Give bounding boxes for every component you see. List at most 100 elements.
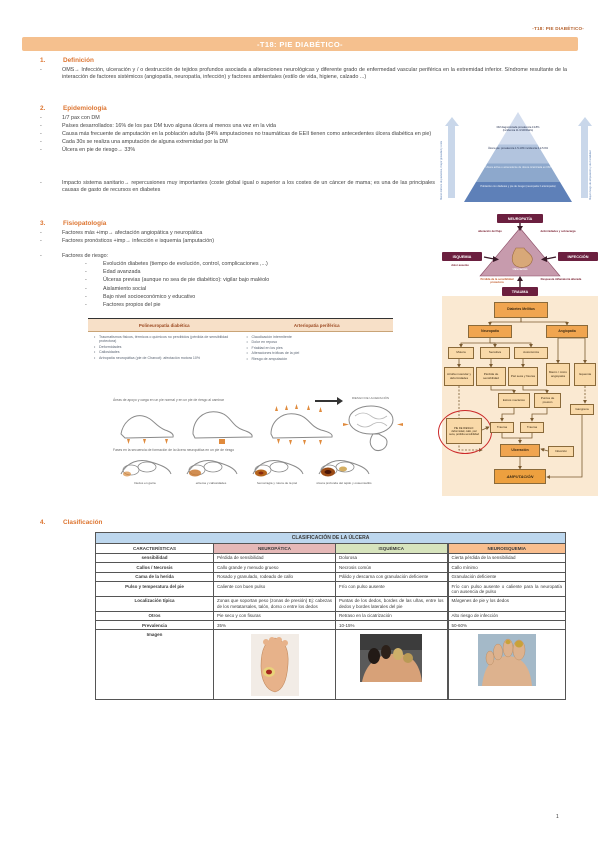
cell bbox=[335, 629, 448, 701]
red-highlight-ellipse bbox=[438, 410, 492, 454]
risk-item: Factores propios del pie bbox=[103, 301, 161, 308]
epidemiology-pyramid: Menor número de pacientes, mayor graveda… bbox=[440, 108, 594, 208]
section-4-heading: Clasificación bbox=[63, 519, 103, 526]
pyramid-level-4: Población con diabetes y pie de riesgo (… bbox=[480, 185, 556, 188]
pnp-right-column: •Claudicación intermitente •Dolor en rep… bbox=[246, 335, 300, 361]
risk-item: Aislamiento social bbox=[103, 285, 147, 292]
flow-node-neuropatia: Neuropatía bbox=[468, 325, 512, 338]
pyramid-left-caption: Menor número de pacientes, mayor graveda… bbox=[440, 140, 443, 200]
feet-caption-mid: Fases en la secuencia de formación de la… bbox=[113, 448, 235, 452]
neuropathy-vs-arteriopathy-table: Polineuropatía diabética Arteriopatía pe… bbox=[88, 318, 393, 366]
cell: Frío con pulso ausente o caliente para l… bbox=[446, 581, 567, 597]
cell: Pie seco y con fisuras bbox=[213, 610, 336, 622]
right-arrow-icon bbox=[315, 397, 343, 405]
section-3-heading: Fisiopatología bbox=[63, 220, 107, 227]
section-3-number: 3. bbox=[40, 220, 46, 227]
cell bbox=[213, 629, 336, 701]
ulcer-stage-sketch-4 bbox=[318, 460, 370, 477]
epi-impact: Impacto sistema sanitario→ repercusiones… bbox=[62, 180, 435, 193]
flow-node-trauma-2: Trauma bbox=[520, 422, 544, 433]
stage-caption-2: eritema y callosidades bbox=[195, 481, 227, 485]
foot-sketch-pressure-1 bbox=[120, 415, 174, 444]
risk-circle-label: RIESGO DE ULCERACIÓN bbox=[351, 396, 390, 400]
pathophysiology-flowchart: Diabetes Mellitus Neuropatía Angiopatía … bbox=[438, 296, 598, 496]
photo-neuroischemic-toes bbox=[477, 633, 536, 686]
cell bbox=[446, 629, 567, 701]
cell: Granulación deficiente bbox=[446, 571, 567, 583]
flow-node-angiopatia: Angiopatía bbox=[546, 325, 588, 338]
definicion-bullet: OMS→ Infección, ulceración y / o destruc… bbox=[62, 67, 567, 80]
pnp-item: Riesgo de amputación bbox=[251, 356, 288, 361]
cell: Necrosis común bbox=[335, 562, 448, 573]
col-header-neuropatica: NEUROPÁTICA bbox=[213, 543, 336, 554]
title-banner: -T18: PIE DIABÉTICO- bbox=[22, 37, 578, 51]
ulcer-stage-sketch-3 bbox=[252, 460, 304, 477]
table-row: Pulso y temperatura del pie Caliente con… bbox=[95, 581, 567, 597]
flow-node-sensitiva: Sensitiva bbox=[480, 347, 510, 359]
risk-item: Evolución diabetes (tiempo de evolución,… bbox=[103, 261, 268, 268]
cell: Callo mínimo bbox=[446, 562, 567, 573]
fisio-bullet: Factores más +imp→ afectación angiopátic… bbox=[62, 230, 203, 236]
epi-bullet: Países desarrollados: 16% de los pax DM … bbox=[62, 123, 276, 130]
risk-circle-sketch bbox=[343, 405, 403, 451]
cell: Callo grande y menudo grueso bbox=[213, 562, 336, 573]
triad-top-box: NEUROPATÍA bbox=[497, 214, 543, 223]
row-label: sensibilidad bbox=[95, 552, 214, 564]
epi-bullet: Cada 30s se realiza una amputación de al… bbox=[62, 139, 228, 146]
cell: Pálido y descarna con granulación defici… bbox=[335, 571, 448, 583]
fisio-bullet: Factores pronósticos +imp→ infección e i… bbox=[62, 238, 215, 245]
cell: 10-15% bbox=[335, 620, 448, 631]
cell: Alto riesgo de infección bbox=[446, 610, 567, 622]
cell: Pérdida de sensibilidad bbox=[213, 552, 336, 564]
risk-item: Edad avanzada bbox=[103, 269, 141, 276]
flow-node-dm: Diabetes Mellitus bbox=[494, 302, 548, 318]
epi-bullet: 1/7 pax con DM bbox=[62, 115, 100, 121]
triad-annotation: alteración del flujo bbox=[478, 230, 502, 233]
pnp-item: Callosidades bbox=[99, 350, 120, 355]
flow-node-isquemia: Isquemia bbox=[574, 363, 596, 386]
pnp-item: Deformidades bbox=[99, 344, 122, 349]
ulcer-table-title: CLASIFICACIÓN DE LA ÚLCERA bbox=[94, 531, 567, 545]
stage-caption-1: Dedos en garra bbox=[134, 481, 156, 485]
stage-caption-3: hemorragia y rotura de la piel bbox=[256, 481, 298, 485]
risk-label: Factores de riesgo: bbox=[62, 253, 109, 260]
risk-item: Bajo nivel socioeconómico y educativo bbox=[103, 293, 196, 300]
feet-illustration-figure: Áreas de apoyo y carga en un pie normal … bbox=[105, 396, 405, 500]
col-header-neuroisquemia: NEUROISQUEMIA bbox=[446, 543, 567, 554]
up-arrow-icon bbox=[577, 117, 592, 198]
section-1-heading: Definición bbox=[63, 57, 94, 64]
flow-node-infeccion: Infección bbox=[548, 446, 574, 457]
ulcer-classification-table: CLASIFICACIÓN DE LA ÚLCERA CARACTERÍSTIC… bbox=[94, 531, 567, 701]
table-row: Prevalencia 35% 10-15% 50-60% bbox=[95, 620, 567, 631]
triad-right-box: INFECCIÓN bbox=[558, 252, 598, 261]
definicion-body: - OMS→ Infección, ulceración y / o destr… bbox=[40, 67, 567, 80]
pyramid-level-3: Úlcera activa o antecedente de úlcera ci… bbox=[485, 166, 551, 169]
cell: Rosado y granulado, rodeado de callo bbox=[213, 571, 336, 583]
table-row: sensibilidad Pérdida de sensibilidad Dol… bbox=[95, 552, 567, 564]
photo-neuropatic-ulcer bbox=[250, 633, 299, 696]
col-header-caracteristicas: CARACTERÍSTICAS bbox=[95, 543, 214, 554]
triad-annotation: deformidades y sobrecarga bbox=[540, 230, 576, 233]
cell: Puntas de los dedos, bordes de las uñas,… bbox=[335, 595, 448, 612]
page-number: 1 bbox=[556, 814, 559, 820]
flow-node-amputacion: AMPUTACIÓN bbox=[494, 469, 546, 484]
flow-node-macro: Macro / micro angiopatía bbox=[546, 363, 570, 386]
cell: Zonas que soportan peso (zonas de presió… bbox=[213, 595, 336, 612]
row-label: Callos / Necrosis bbox=[95, 562, 214, 573]
epi-bullet: Úlcera en pie de riesgo→ 33% bbox=[62, 147, 136, 154]
pathogenesis-triad-diagram: NEUROPATÍA ISQUEMIA INFECCIÓN TRAUMA alt… bbox=[440, 214, 600, 296]
pnp-item: Dolor en reposo bbox=[251, 340, 278, 345]
col-header-isquemica: ISQUÉMICA bbox=[335, 543, 448, 554]
up-arrow-icon bbox=[444, 117, 459, 198]
cell: 35% bbox=[213, 620, 336, 631]
flow-node-piel: Piel seca y fisuras bbox=[508, 367, 538, 386]
flow-node-presion: Puntos de presión bbox=[534, 393, 561, 408]
page-title: -T18: PIE DIABÉTICO- bbox=[257, 39, 343, 49]
triad-left-box: ISQUEMIA bbox=[442, 252, 482, 261]
row-label: Cama de la herida bbox=[95, 571, 214, 583]
cell: Cierta pérdida de la sensibilidad bbox=[446, 552, 567, 564]
section-2-number: 2. bbox=[40, 105, 46, 112]
table-row: Localización típica Zonas que soportan p… bbox=[95, 595, 567, 612]
cell: Caliente con buen pulso bbox=[213, 581, 336, 597]
